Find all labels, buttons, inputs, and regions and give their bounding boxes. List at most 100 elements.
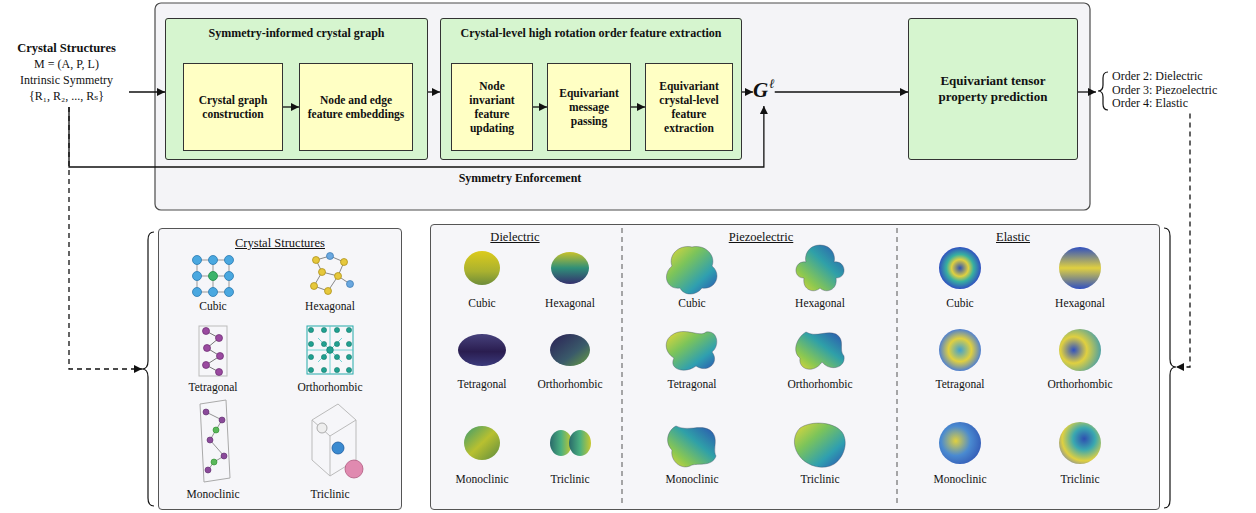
tetragonal-crystal bbox=[199, 326, 227, 376]
box-fill bbox=[183, 63, 283, 151]
crystal-system-label: Orthorhombic bbox=[297, 381, 362, 394]
input-text: Intrinsic Symmetry bbox=[4, 72, 129, 88]
arrow-connector bbox=[69, 106, 764, 167]
hexagonal-crystal bbox=[311, 253, 354, 295]
box-fill bbox=[430, 224, 1160, 510]
symbol-text: G bbox=[753, 78, 768, 102]
crystal-system-label: Tetragonal bbox=[457, 378, 506, 391]
output-text: Order 4: Elastic bbox=[1112, 97, 1217, 111]
crystal-system-label: Triclinic bbox=[310, 488, 349, 501]
arrow-connector bbox=[1078, 91, 1096, 92]
step-box: Equivariant message passing bbox=[547, 63, 631, 151]
stage-box: Equivariant tensor property prediction bbox=[908, 18, 1078, 160]
dashed-connector bbox=[69, 107, 142, 369]
step-text: Equivariant message passing bbox=[552, 86, 626, 128]
crystal-system-label: Monoclinic bbox=[665, 473, 718, 486]
output-brace bbox=[1098, 72, 1108, 110]
section-separator bbox=[897, 228, 898, 506]
stage-title: Symmetry-informed crystal graph bbox=[170, 26, 423, 41]
edge-label: Symmetry Enforcement bbox=[459, 171, 582, 185]
panel-brace bbox=[1164, 228, 1176, 508]
stage-box: Crystal-level high rotation order featur… bbox=[440, 18, 742, 160]
section-title: Dielectric bbox=[490, 230, 539, 245]
arrow-connector bbox=[631, 106, 645, 107]
crystal-system-label: Monoclinic bbox=[186, 488, 239, 501]
crystal-system-label: Tetragonal bbox=[935, 378, 984, 391]
output-text: Order 2: Dielectric bbox=[1112, 70, 1217, 84]
input-text: M = (A, P, L) bbox=[4, 56, 129, 72]
cubic-crystal bbox=[193, 256, 234, 297]
arrow-connector bbox=[533, 106, 547, 107]
arrow-connector bbox=[742, 91, 753, 92]
arrow-connector bbox=[129, 91, 165, 92]
box-fill bbox=[158, 228, 402, 510]
box-fill bbox=[299, 63, 413, 151]
crystal-system-label: Monoclinic bbox=[933, 473, 986, 486]
arrow-connector bbox=[428, 91, 440, 92]
crystal-system-label: Tetragonal bbox=[667, 378, 716, 391]
orthorhombic-crystal bbox=[307, 326, 353, 374]
section-title: Piezoelectric bbox=[729, 230, 794, 245]
output-text: Order 3: Piezoelectric bbox=[1112, 84, 1217, 98]
elastic-surface bbox=[939, 247, 1101, 464]
box-fill bbox=[645, 63, 733, 151]
arrow-connector bbox=[283, 106, 299, 107]
crystal-system-label: Hexagonal bbox=[305, 300, 355, 313]
box-fill bbox=[908, 18, 1078, 160]
step-text: Node invariant feature updating bbox=[456, 79, 528, 135]
symbol-text: ℓ bbox=[769, 76, 775, 91]
crystal-system-label: Hexagonal bbox=[545, 297, 595, 310]
step-box: Node invariant feature updating bbox=[451, 63, 533, 151]
box-fill bbox=[165, 18, 428, 160]
example-panel: Crystal Structures bbox=[158, 228, 402, 510]
step-text: Node and edge feature embeddings bbox=[304, 93, 408, 121]
box-fill bbox=[547, 63, 631, 151]
example-panel: Dielectric Piezoelectric Elastic bbox=[430, 224, 1160, 510]
triclinic-crystal bbox=[312, 404, 363, 478]
dielectric-surface bbox=[458, 251, 591, 460]
stage-title: Crystal-level high rotation order featur… bbox=[445, 26, 737, 41]
arrow-connector bbox=[775, 91, 908, 92]
step-text: Crystal graph construction bbox=[188, 93, 278, 121]
feature-symbol: Gℓ bbox=[753, 78, 775, 105]
step-text: Equivariant crystal-level feature extrac… bbox=[650, 79, 728, 135]
dashed-connector bbox=[1176, 114, 1190, 368]
box-fill bbox=[451, 63, 533, 151]
section-separator bbox=[622, 228, 623, 506]
stage-box: Symmetry-informed crystal graphCrystal g… bbox=[165, 18, 428, 160]
crystal-system-label: Cubic bbox=[468, 297, 495, 310]
step-box: Crystal graph construction bbox=[183, 63, 283, 151]
crystal-system-label: Cubic bbox=[946, 297, 973, 310]
crystal-system-label: Cubic bbox=[199, 300, 226, 313]
section-title: Elastic bbox=[996, 230, 1030, 245]
crystal-system-label: Hexagonal bbox=[795, 297, 845, 310]
crystal-system-label: Triclinic bbox=[550, 473, 589, 486]
panel-title: Crystal Structures bbox=[159, 236, 401, 251]
panel-brace bbox=[142, 232, 154, 506]
crystal-system-label: Monoclinic bbox=[455, 473, 508, 486]
input-text: Crystal Structures bbox=[4, 40, 129, 56]
step-box: Equivariant crystal-level feature extrac… bbox=[645, 63, 733, 151]
box-fill bbox=[440, 18, 742, 160]
input-block: Crystal StructuresM = (A, P, L)Intrinsic… bbox=[4, 40, 129, 104]
monoclinic-crystal bbox=[200, 400, 230, 482]
stage-title: Equivariant tensor property prediction bbox=[923, 73, 1063, 105]
crystal-system-label: Tetragonal bbox=[188, 381, 237, 394]
crystal-system-label: Orthorhombic bbox=[537, 378, 602, 391]
step-box: Node and edge feature embeddings bbox=[299, 63, 413, 151]
output-block: Order 2: DielectricOrder 3: Piezoelectri… bbox=[1096, 70, 1217, 111]
piezoelectric-surface bbox=[666, 245, 845, 467]
crystal-system-label: Orthorhombic bbox=[787, 378, 852, 391]
framework-panel bbox=[155, 3, 1090, 210]
crystal-system-label: Hexagonal bbox=[1055, 297, 1105, 310]
crystal-system-label: Cubic bbox=[678, 297, 705, 310]
crystal-system-label: Triclinic bbox=[1060, 473, 1099, 486]
crystal-system-label: Orthorhombic bbox=[1047, 378, 1112, 391]
crystal-system-label: Triclinic bbox=[800, 473, 839, 486]
input-text: {R₁, R₂, ..., Rₛ} bbox=[4, 88, 129, 104]
